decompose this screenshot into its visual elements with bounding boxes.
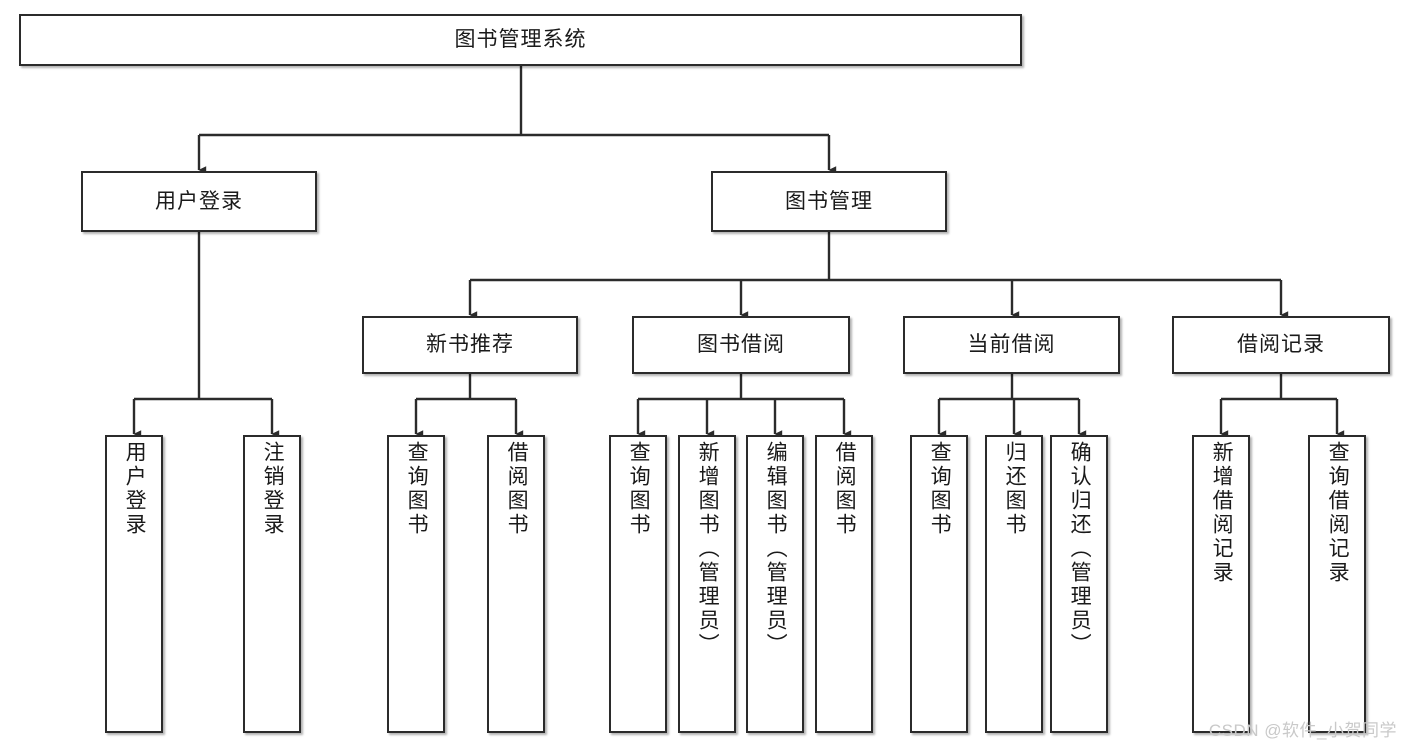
- node-label: 查询借阅记录: [1326, 441, 1350, 585]
- node-n4[interactable]: 图书借阅: [632, 316, 850, 374]
- node-label: 用户登录: [123, 441, 147, 537]
- node-l4[interactable]: 借阅图书: [487, 435, 545, 733]
- node-label: 图书管理: [785, 189, 873, 213]
- node-n3[interactable]: 新书推荐: [362, 316, 578, 374]
- node-l2[interactable]: 注销登录: [243, 435, 301, 733]
- watermark-label: CSDN @软件_小贺同学: [1208, 721, 1397, 740]
- node-l6[interactable]: 新增图书（管理员）: [678, 435, 736, 733]
- node-label: 新书推荐: [426, 333, 514, 357]
- node-n6[interactable]: 借阅记录: [1172, 316, 1390, 374]
- node-label: 确认归还（管理员）: [1068, 441, 1092, 657]
- node-l11[interactable]: 确认归还（管理员）: [1050, 435, 1108, 733]
- node-n5[interactable]: 当前借阅: [903, 316, 1120, 374]
- node-l7[interactable]: 编辑图书（管理员）: [746, 435, 804, 733]
- node-l1[interactable]: 用户登录: [105, 435, 163, 733]
- node-label: 借阅图书: [505, 441, 529, 537]
- node-l10[interactable]: 归还图书: [985, 435, 1043, 733]
- edge-bus-root: [199, 66, 829, 137]
- node-label: 查询图书: [405, 441, 429, 537]
- node-label: 用户登录: [155, 189, 243, 213]
- node-l8[interactable]: 借阅图书: [815, 435, 873, 733]
- node-label: 编辑图书（管理员）: [764, 441, 788, 657]
- node-l5[interactable]: 查询图书: [609, 435, 667, 733]
- node-l9[interactable]: 查询图书: [910, 435, 968, 733]
- node-l12[interactable]: 新增借阅记录: [1192, 435, 1250, 733]
- node-label: 图书借阅: [697, 333, 785, 357]
- node-label: 查询图书: [928, 441, 952, 537]
- node-l13[interactable]: 查询借阅记录: [1308, 435, 1366, 733]
- edge-bus-n6: [1221, 374, 1337, 401]
- node-n2[interactable]: 图书管理: [711, 171, 947, 232]
- node-root[interactable]: 图书管理系统: [19, 14, 1022, 66]
- edge-bus-n5: [939, 374, 1079, 401]
- node-n1[interactable]: 用户登录: [81, 171, 317, 232]
- node-label: 新增借阅记录: [1210, 441, 1234, 585]
- node-label: 图书管理系统: [454, 28, 587, 52]
- edges: [132, 66, 1345, 438]
- edge-bus-n2: [470, 232, 1281, 282]
- edge-bus-n4: [638, 374, 844, 401]
- node-label: 当前借阅: [967, 333, 1056, 357]
- edge-bus-n3: [416, 374, 516, 401]
- node-l3[interactable]: 查询图书: [387, 435, 445, 733]
- node-label: 注销登录: [261, 441, 285, 537]
- edge-bus-n1: [134, 232, 272, 401]
- node-label: 新增图书（管理员）: [696, 441, 720, 657]
- node-label: 借阅图书: [833, 441, 857, 537]
- node-label: 归还图书: [1003, 441, 1027, 537]
- node-label: 查询图书: [627, 441, 651, 537]
- node-label: 借阅记录: [1237, 333, 1325, 357]
